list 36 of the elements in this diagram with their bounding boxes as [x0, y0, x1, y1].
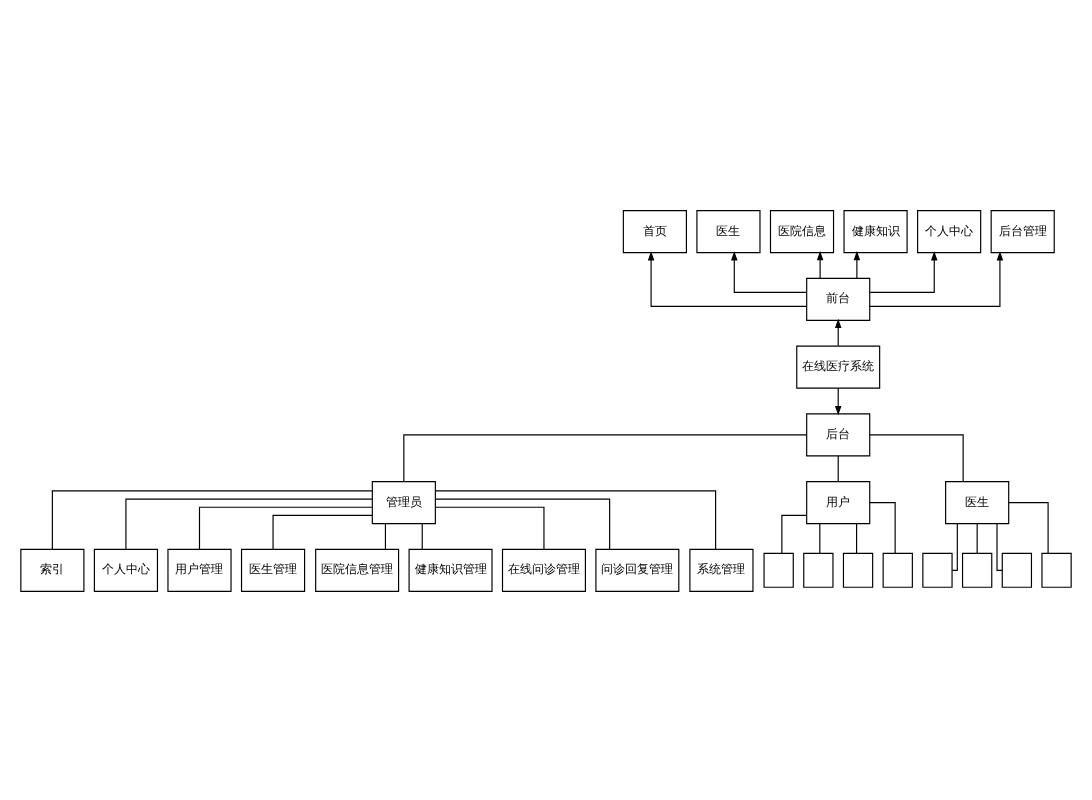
arrow [647, 250, 808, 306]
connector [434, 497, 611, 549]
arrow [834, 386, 842, 415]
arrow [869, 250, 1004, 306]
connector [781, 513, 807, 553]
node-box [922, 551, 953, 587]
connector [996, 522, 1003, 570]
node-box [882, 551, 913, 587]
node-box [803, 551, 834, 587]
connector [198, 505, 373, 549]
connector [976, 522, 978, 553]
node-box [842, 551, 874, 587]
connector [434, 489, 717, 549]
connector [1008, 501, 1049, 553]
connector [272, 513, 373, 549]
connector [421, 522, 423, 549]
arrow [816, 249, 824, 278]
node-box [961, 551, 993, 587]
connector [384, 522, 387, 549]
arrow [869, 250, 938, 292]
connector [819, 522, 821, 553]
connector [837, 454, 839, 481]
node-box [763, 551, 794, 587]
connector [125, 497, 373, 549]
connector [869, 501, 896, 553]
node-box [1041, 551, 1072, 587]
connector [951, 522, 958, 570]
connector [856, 522, 858, 553]
arrow [731, 250, 808, 292]
connector [435, 505, 545, 549]
connector [51, 489, 373, 549]
connector [869, 433, 964, 482]
arrow [853, 249, 861, 278]
node-box [1001, 551, 1033, 587]
connector [403, 433, 808, 482]
arrow [834, 317, 842, 346]
